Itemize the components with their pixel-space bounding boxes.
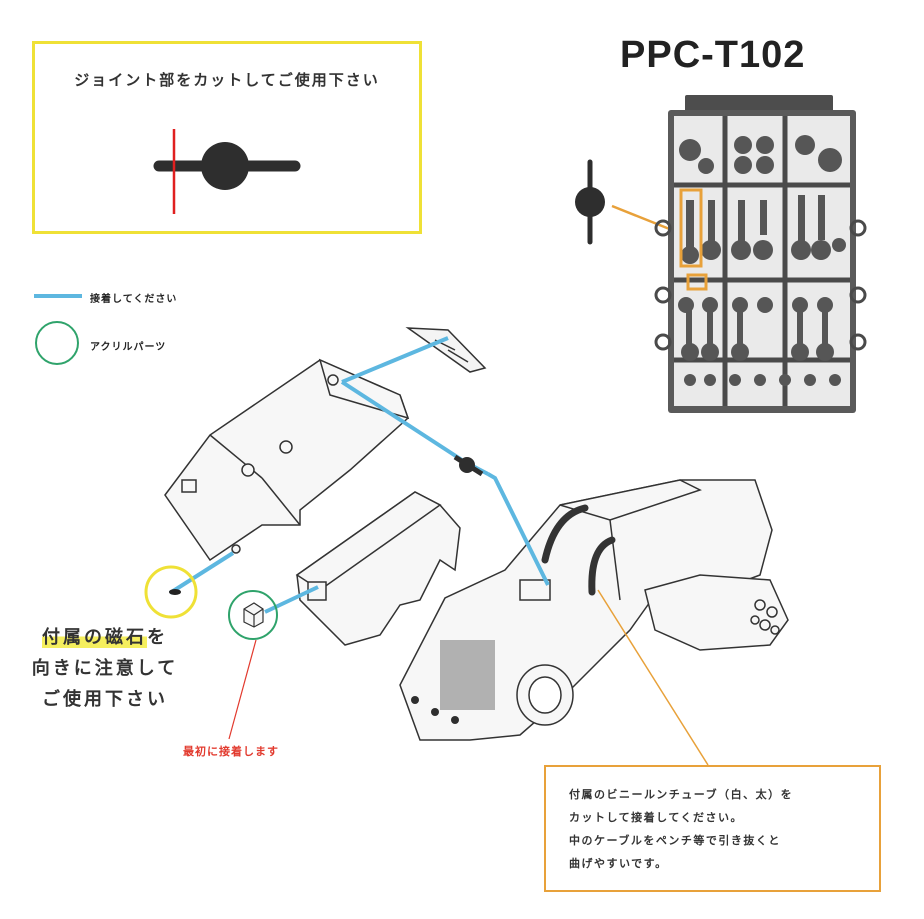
- magnet-note-line1-rest: を: [147, 627, 168, 648]
- magnet-note-line3: ご使用下さい: [42, 689, 168, 710]
- joint-cut-illustration: [153, 129, 301, 214]
- joint-cut-instruction-box: ジョイント部をカットしてご使用下さい: [32, 41, 422, 234]
- first-glue-pointer: [228, 639, 257, 740]
- joint-piece-icon: [453, 454, 484, 477]
- tube-arc-right: [588, 536, 616, 596]
- magnet-note-highlight: 付属の磁石: [42, 627, 147, 648]
- tube-note-line2: カットして接着してください。: [569, 811, 744, 824]
- joint-cut-instruction-text: ジョイント部をカットしてご使用下さい: [74, 71, 380, 89]
- acrylic-part-circle: [228, 590, 278, 640]
- tube-note-line3: 中のケーブルをペンチ等で引き抜くと: [569, 834, 781, 847]
- legend-acrylic-label: アクリルパーツ: [90, 342, 167, 353]
- magnet-orientation-note: 付属の磁石を 向きに注意して ご使用下さい: [20, 622, 190, 715]
- acrylic-cube-icon: [243, 602, 264, 628]
- tube-instruction-box: 付属のビニールンチューブ（白、太）を カットして接着してください。 中のケーブル…: [544, 765, 881, 892]
- product-code: PPC-T102: [620, 34, 806, 76]
- tube-note-pointer: [597, 589, 709, 766]
- upper-housing-part: [164, 358, 410, 562]
- tube-note-line1: 付属のビニールンチューブ（白、太）を: [569, 788, 794, 801]
- highlight-box-small: [686, 273, 708, 291]
- tube-arc-left: [541, 504, 589, 564]
- magnet-icon: [169, 589, 181, 595]
- legend-glue-label: 接着してください: [90, 294, 178, 305]
- main-body-part: [399, 479, 789, 741]
- magnet-circle: [144, 565, 198, 619]
- battery-pack-part: [295, 491, 461, 646]
- tube-note-line4: 曲げやすいです。: [569, 857, 668, 870]
- acrylic-circle-icon: [35, 321, 79, 365]
- first-glue-label: 最初に接着します: [183, 745, 279, 758]
- magnet-note-line2: 向きに注意して: [31, 658, 179, 679]
- highlight-box-part: [679, 188, 703, 268]
- sprue-runner-diagram: [575, 95, 867, 413]
- legend-icons: [34, 294, 82, 365]
- joint-detail-icon: [575, 159, 605, 245]
- sprue-frame: [654, 95, 867, 413]
